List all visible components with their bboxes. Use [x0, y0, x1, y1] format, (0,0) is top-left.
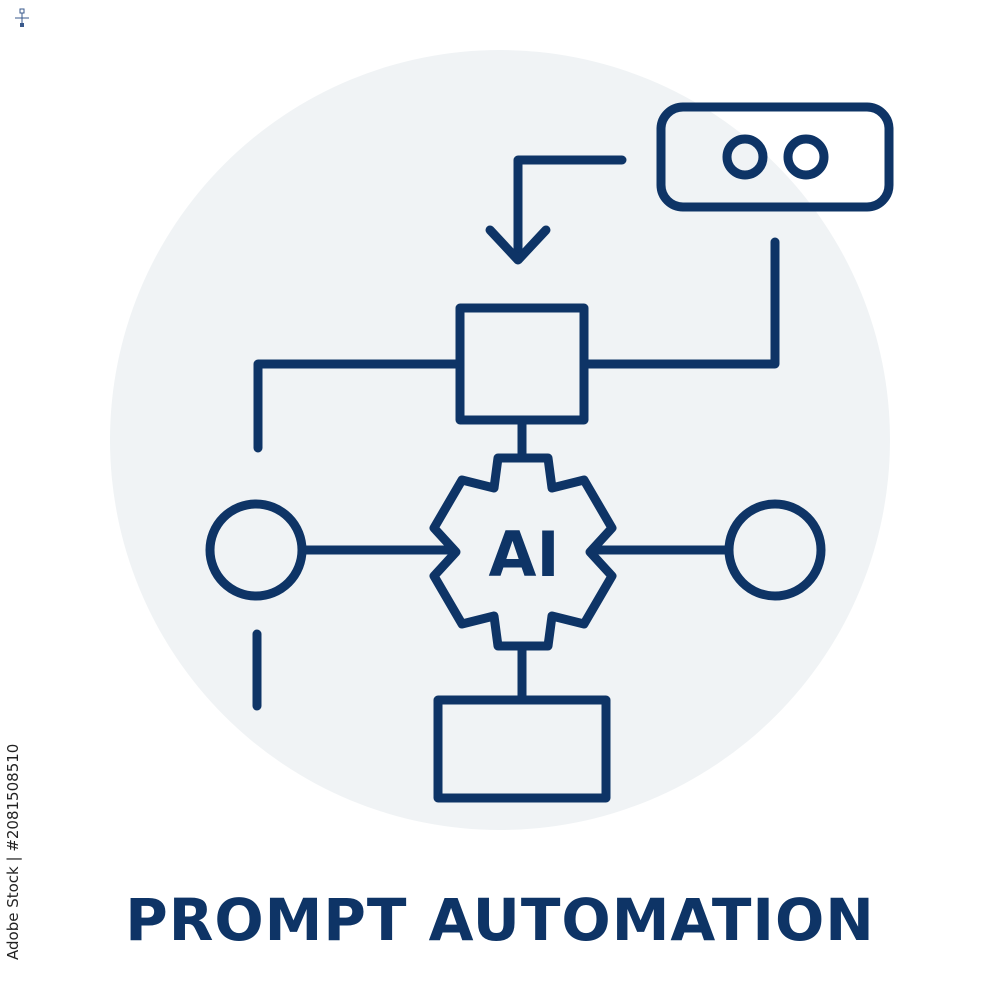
- bottom-process-box: [433, 695, 611, 803]
- card-dot-right: [783, 134, 829, 180]
- left-node-circle: [205, 499, 307, 601]
- stock-watermark-id: Adobe Stock | #208150851​0: [4, 743, 22, 960]
- gear-icon: [429, 453, 617, 651]
- toggle-card-icon: [656, 102, 894, 212]
- caption-title: PROMPT AUTOMATION: [125, 886, 875, 954]
- arrow-head: [485, 225, 551, 265]
- background-circle: [110, 50, 890, 830]
- card-dot-left: [722, 134, 768, 180]
- flowchart-mini-icon: [15, 8, 29, 27]
- left-connector-line: [253, 359, 465, 453]
- gear-label: AI: [488, 518, 559, 591]
- right-node-circle: [724, 499, 826, 601]
- arrow-down-icon: [513, 155, 627, 263]
- card-connector-line: [580, 237, 780, 369]
